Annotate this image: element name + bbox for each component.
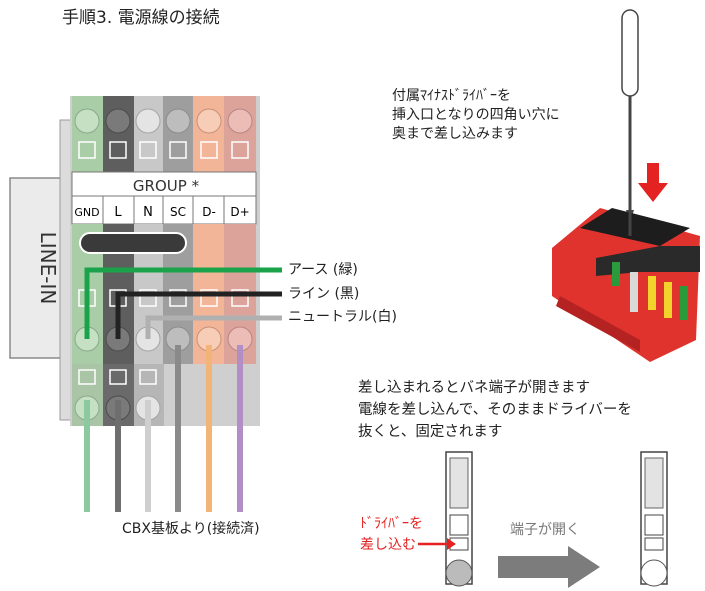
strip-dm-top <box>193 96 224 176</box>
insert-driver-label-1: ﾄﾞﾗｲﾊﾞｰを <box>360 516 423 532</box>
top-hole-n <box>135 108 161 134</box>
grey-clip <box>630 272 638 312</box>
bottom-slot-l <box>109 369 127 385</box>
screwdriver-handle <box>621 9 639 97</box>
pin-label-gnd: GND <box>74 206 99 219</box>
top-hole-l <box>105 108 131 134</box>
insert-arrow-icon <box>447 538 456 550</box>
top-slot-n <box>139 141 157 159</box>
instruction-line-3: 奥まで差し込みます <box>392 126 518 142</box>
terminal-photo <box>552 200 700 362</box>
explanation-line-3: 抜くと、固定されます <box>358 424 503 440</box>
instruction-line-1: 付属ﾏｲﾅｽﾄﾞﾗｲﾊﾞｰを <box>392 88 511 104</box>
process-arrow-body <box>498 556 568 578</box>
wire-line <box>115 291 282 339</box>
process-arrow-icon <box>568 546 600 588</box>
wire-earth <box>84 267 282 339</box>
bottom-slot-n <box>139 369 157 385</box>
terminal-before-slot <box>449 514 469 536</box>
top-slot-gnd <box>78 141 96 159</box>
jumper-bar <box>79 232 187 254</box>
pin-label-dp: D+ <box>230 205 249 219</box>
mid-slot-dm <box>200 289 218 307</box>
top-slot-sc <box>169 141 187 159</box>
down-arrow-icon <box>638 163 668 202</box>
top-slot-dp <box>231 141 249 159</box>
pin-label-sc: SC <box>170 205 186 219</box>
strip-sc-top <box>163 96 193 176</box>
terminal-after-slot2 <box>644 537 664 551</box>
neutral-wire-label: ニュートラル(白) <box>288 309 397 325</box>
screwdriver-illustration <box>621 9 668 222</box>
pin-label-dm: D- <box>202 205 216 219</box>
wire-neutral <box>145 315 282 339</box>
terminal-after-hole <box>640 559 668 587</box>
top-hole-gnd <box>74 108 100 134</box>
mid-slot-dp <box>231 289 249 307</box>
line-in-label: LINE-IN <box>36 232 60 305</box>
terminal-after-top <box>644 457 664 509</box>
mid-slot-sc <box>169 289 187 307</box>
strip-l-top <box>103 96 134 176</box>
step-illustration <box>418 451 668 588</box>
terminal-before-top <box>449 457 469 509</box>
pin-label-n: N <box>143 205 153 220</box>
terminal-before-hole <box>445 559 473 587</box>
black-top <box>580 208 690 246</box>
terminal-after-slot <box>644 514 664 536</box>
terminal-block: LINE-IN GROUP * <box>9 96 282 512</box>
top-slot-l <box>109 141 127 159</box>
instruction-line-2: 挿入口となりの四角い穴に <box>392 107 560 123</box>
red-foot <box>556 296 640 352</box>
group-label: GROUP * <box>133 177 200 195</box>
mid-slot-n <box>139 289 157 307</box>
green-clip <box>680 286 688 320</box>
bottom-slot-gnd <box>78 369 96 385</box>
green-clip <box>612 262 620 286</box>
top-hole-sc <box>165 108 191 134</box>
strip-dp-top <box>224 96 256 176</box>
yellow-clip <box>648 276 656 310</box>
insert-driver-label-2: 差し込む <box>360 537 416 553</box>
yellow-clip <box>664 282 672 318</box>
terminal-opens-label: 端子が開く <box>510 522 580 538</box>
source-wires-label: CBX基板より(接続済) <box>122 521 260 537</box>
strip-n-top <box>134 96 163 176</box>
pin-label-l: L <box>114 205 122 220</box>
page-title: 手順3. 電源線の接続 <box>62 8 220 28</box>
top-slot-dm <box>200 141 218 159</box>
explanation-line-1: 差し込まれるとバネ端子が開きます <box>358 380 590 396</box>
line-wire-label: ライン (黒) <box>288 286 360 302</box>
grey-top-slots <box>596 246 700 276</box>
explanation-line-2: 電線を差し込んで、そのままドライバーを <box>358 402 632 418</box>
strip-gnd-top <box>72 96 103 176</box>
earth-wire-label: アース (緑) <box>288 262 358 278</box>
top-hole-dp <box>227 108 253 134</box>
top-hole-dm <box>196 108 222 134</box>
